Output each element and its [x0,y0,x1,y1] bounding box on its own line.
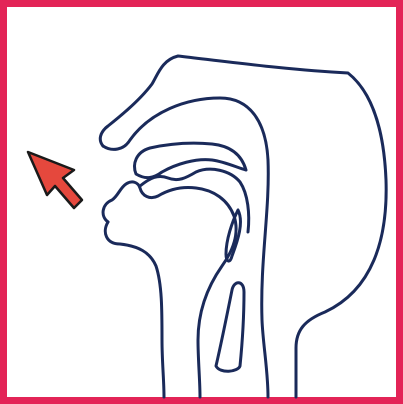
airflow-arrow-icon [28,152,82,208]
larynx-outline [216,283,244,372]
chin-throat-outline [105,222,164,397]
